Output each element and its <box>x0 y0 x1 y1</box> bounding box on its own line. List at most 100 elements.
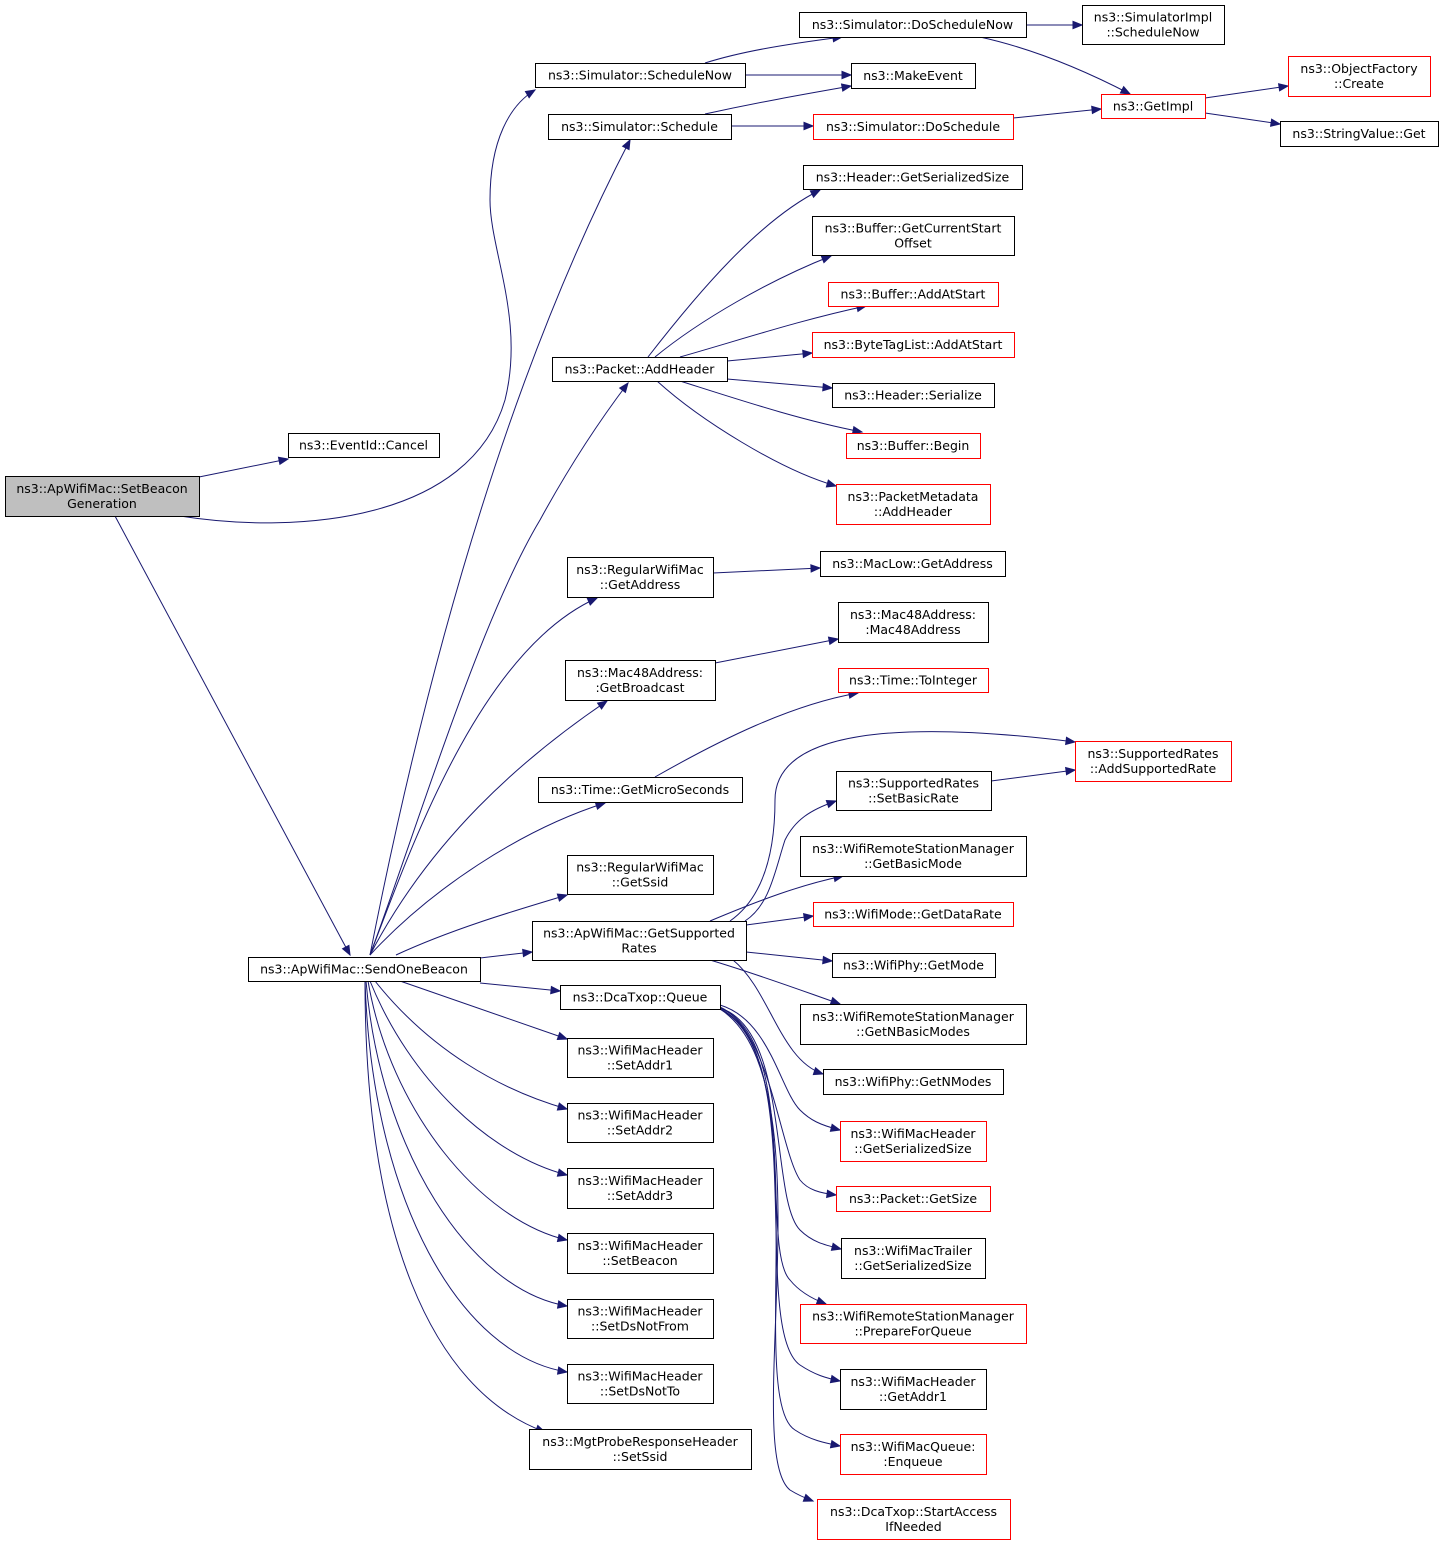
node-wifimacheadersetaddr1[interactable]: ns3::WifiMacHeader::SetAddr1 <box>567 1038 714 1078</box>
node-suppratessetbasic[interactable]: ns3::SupportedRates::SetBasicRate <box>836 771 992 811</box>
node-wifimacheadersetaddr3[interactable]: ns3::WifiMacHeader::SetAddr3 <box>567 1168 714 1209</box>
node-box[interactable] <box>567 1168 714 1209</box>
node-box[interactable] <box>828 282 999 307</box>
node-box[interactable] <box>840 1121 987 1162</box>
node-wifimodegetdatarate[interactable]: ns3::WifiMode::GetDataRate <box>813 902 1014 927</box>
node-timetointeger[interactable]: ns3::Time::ToInteger <box>838 668 989 693</box>
node-regwifimacgetssid[interactable]: ns3::RegularWifiMac::GetSsid <box>567 855 714 895</box>
node-box[interactable] <box>567 1299 714 1339</box>
node-box[interactable] <box>532 921 747 961</box>
node-wifimacheadersetaddr2[interactable]: ns3::WifiMacHeader::SetAddr2 <box>567 1103 714 1143</box>
node-box[interactable] <box>820 551 1006 577</box>
node-schedule[interactable]: ns3::Simulator::Schedule <box>548 114 732 140</box>
node-dcatxopqueue[interactable]: ns3::DcaTxop::Queue <box>560 985 721 1010</box>
node-box[interactable] <box>812 332 1015 358</box>
node-maclowgetaddress[interactable]: ns3::MacLow::GetAddress <box>820 551 1006 577</box>
node-stringvalueget[interactable]: ns3::StringValue::Get <box>1280 121 1439 147</box>
node-box[interactable] <box>836 484 991 525</box>
node-box[interactable] <box>5 476 200 517</box>
node-box[interactable] <box>813 114 1014 140</box>
node-box[interactable] <box>567 855 714 895</box>
node-box[interactable] <box>560 985 721 1010</box>
node-doschedule[interactable]: ns3::Simulator::DoSchedule <box>813 114 1014 140</box>
node-box[interactable] <box>817 1499 1011 1540</box>
node-box[interactable] <box>836 1186 991 1212</box>
node-box[interactable] <box>1075 741 1232 782</box>
node-packetgetsize[interactable]: ns3::Packet::GetSize <box>836 1186 991 1212</box>
node-box[interactable] <box>813 902 1014 927</box>
node-mac48getbroadcast[interactable]: ns3::Mac48Address::GetBroadcast <box>565 660 716 701</box>
node-wrsmgetnbasicmodes[interactable]: ns3::WifiRemoteStationManager::GetNBasic… <box>800 1004 1027 1045</box>
node-wifimactrailergetserializedsize[interactable]: ns3::WifiMacTrailer::GetSerializedSize <box>841 1238 986 1279</box>
node-box[interactable] <box>1288 56 1431 97</box>
node-wifimacheadersetdsnotto[interactable]: ns3::WifiMacHeader::SetDsNotTo <box>567 1364 714 1404</box>
node-box[interactable] <box>548 114 732 140</box>
node-box[interactable] <box>812 216 1015 256</box>
node-box[interactable] <box>1280 121 1439 147</box>
node-box[interactable] <box>567 1233 714 1274</box>
node-wifimacheadersetbeacon[interactable]: ns3::WifiMacHeader::SetBeacon <box>567 1233 714 1274</box>
node-box[interactable] <box>1101 94 1206 119</box>
node-box[interactable] <box>799 12 1027 38</box>
node-packetmetadataaddheader[interactable]: ns3::PacketMetadata::AddHeader <box>836 484 991 525</box>
node-box[interactable] <box>800 1304 1027 1344</box>
node-box[interactable] <box>565 660 716 701</box>
node-box[interactable] <box>1082 5 1225 45</box>
node-box[interactable] <box>567 1038 714 1078</box>
node-box[interactable] <box>567 557 714 598</box>
node-headergetserializedsize[interactable]: ns3::Header::GetSerializedSize <box>803 165 1023 190</box>
node-box[interactable] <box>838 668 989 693</box>
node-wrsmgetbasicmode[interactable]: ns3::WifiRemoteStationManager::GetBasicM… <box>800 836 1027 877</box>
node-box[interactable] <box>851 63 976 89</box>
node-box[interactable] <box>552 357 728 382</box>
node-box[interactable] <box>567 1364 714 1404</box>
node-schedulenow[interactable]: ns3::Simulator::ScheduleNow <box>535 63 746 88</box>
node-box[interactable] <box>288 433 440 458</box>
node-headerserialize[interactable]: ns3::Header::Serialize <box>832 383 995 408</box>
node-mac48ctor[interactable]: ns3::Mac48Address::Mac48Address <box>838 602 989 643</box>
node-box[interactable] <box>538 777 743 803</box>
node-bytetaglistaddatstart[interactable]: ns3::ByteTagList::AddAtStart <box>812 332 1015 358</box>
node-timegetmicroseconds[interactable]: ns3::Time::GetMicroSeconds <box>538 777 743 803</box>
node-wifiphygetnmodes[interactable]: ns3::WifiPhy::GetNModes <box>823 1069 1004 1095</box>
node-box[interactable] <box>846 433 981 459</box>
node-sendonebeacon[interactable]: ns3::ApWifiMac::SendOneBeacon <box>248 957 481 982</box>
node-box[interactable] <box>841 1238 986 1279</box>
node-suppratesaddsupported[interactable]: ns3::SupportedRates::AddSupportedRate <box>1075 741 1232 782</box>
node-getimpl[interactable]: ns3::GetImpl <box>1101 94 1206 119</box>
node-box[interactable] <box>840 1434 987 1475</box>
node-regwifimacgetaddress[interactable]: ns3::RegularWifiMac::GetAddress <box>567 557 714 598</box>
node-box[interactable] <box>838 602 989 643</box>
node-mgtprobesetssid[interactable]: ns3::MgtProbeResponseHeader::SetSsid <box>529 1429 752 1470</box>
node-box[interactable] <box>529 1429 752 1470</box>
node-box[interactable] <box>840 1369 987 1410</box>
node-box[interactable] <box>823 1069 1004 1095</box>
node-wifimacheadergetaddr1[interactable]: ns3::WifiMacHeader::GetAddr1 <box>840 1369 987 1410</box>
node-wifimacheadergetserializedsize[interactable]: ns3::WifiMacHeader::GetSerializedSize <box>840 1121 987 1162</box>
node-box[interactable] <box>567 1103 714 1143</box>
node-box[interactable] <box>803 165 1023 190</box>
node-makeevent[interactable]: ns3::MakeEvent <box>851 63 976 89</box>
node-box[interactable] <box>832 953 996 978</box>
node-doschedulenow[interactable]: ns3::Simulator::DoScheduleNow <box>799 12 1027 38</box>
node-box[interactable] <box>535 63 746 88</box>
node-wrsmprepareforqueue[interactable]: ns3::WifiRemoteStationManager::PrepareFo… <box>800 1304 1027 1344</box>
node-bufferbegin[interactable]: ns3::Buffer::Begin <box>846 433 981 459</box>
node-bufferaddatstart[interactable]: ns3::Buffer::AddAtStart <box>828 282 999 307</box>
node-simimplschedulenow[interactable]: ns3::SimulatorImpl::ScheduleNow <box>1082 5 1225 45</box>
node-box[interactable] <box>800 836 1027 877</box>
node-packetaddheader[interactable]: ns3::Packet::AddHeader <box>552 357 728 382</box>
node-box[interactable] <box>248 957 481 982</box>
node-box[interactable] <box>800 1004 1027 1045</box>
node-box[interactable] <box>832 383 995 408</box>
node-wifiphygetmode[interactable]: ns3::WifiPhy::GetMode <box>832 953 996 978</box>
node-wifimacheadersetdsnotfrom[interactable]: ns3::WifiMacHeader::SetDsNotFrom <box>567 1299 714 1339</box>
node-box[interactable] <box>836 771 992 811</box>
node-objfactorycreate[interactable]: ns3::ObjectFactory::Create <box>1288 56 1431 97</box>
node-wifimacqueueenqueue[interactable]: ns3::WifiMacQueue::Enqueue <box>840 1434 987 1475</box>
node-eventcancel[interactable]: ns3::EventId::Cancel <box>288 433 440 458</box>
